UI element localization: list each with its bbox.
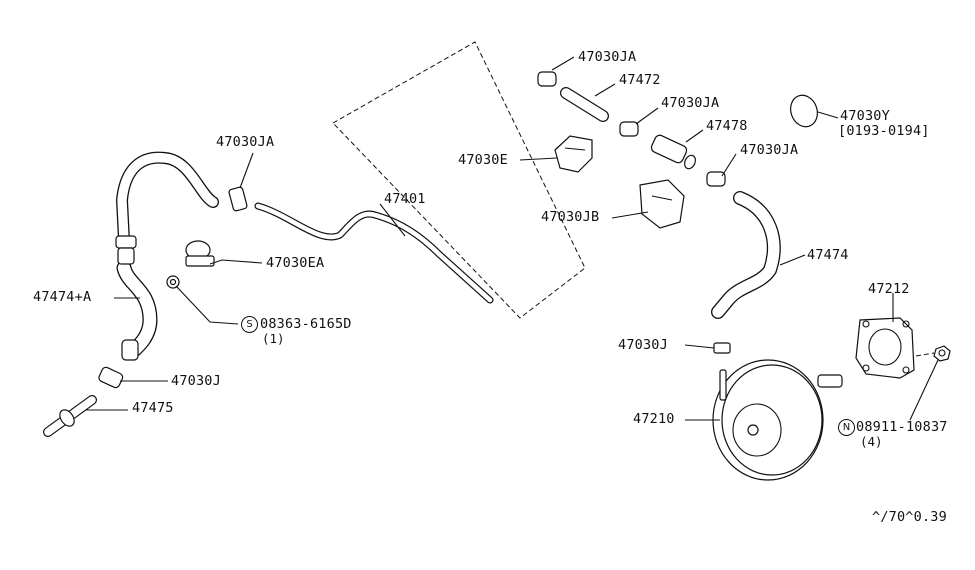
gasket-47212 bbox=[855, 317, 915, 379]
label-47030j-left: 47030J bbox=[171, 373, 221, 389]
clamp-47030ea bbox=[185, 240, 215, 267]
label-47030ja-mid: 47030JA bbox=[661, 95, 720, 111]
clamp-47030ja-right bbox=[706, 171, 726, 187]
label-47401: 47401 bbox=[384, 191, 426, 207]
label-47030ea: 47030EA bbox=[266, 255, 325, 271]
label-08911-qty: (4) bbox=[860, 434, 883, 449]
label-08911: 08911-10837 bbox=[856, 419, 948, 435]
hose-47474 bbox=[711, 191, 781, 319]
hose-47472 bbox=[560, 87, 609, 122]
hose-47474a bbox=[115, 151, 219, 361]
clamp-47030ja-top bbox=[537, 71, 557, 87]
clamp-47030ja-mid bbox=[619, 121, 639, 137]
n-mark-symbol: N bbox=[838, 419, 855, 436]
label-47030y: 47030Y bbox=[840, 108, 890, 124]
valve-47475 bbox=[43, 395, 97, 437]
label-47030jb: 47030JB bbox=[541, 209, 600, 225]
label-47030ja-right: 47030JA bbox=[740, 142, 799, 158]
bracket-47030e bbox=[554, 135, 593, 173]
label-47030e: 47030E bbox=[458, 152, 508, 168]
clamp-47030ja-left bbox=[228, 186, 248, 212]
nut-08911 bbox=[933, 345, 951, 362]
bracket-47030jb bbox=[639, 179, 685, 229]
label-47030ja-left: 47030JA bbox=[216, 134, 275, 150]
cap-47030y bbox=[790, 94, 818, 128]
label-47475: 47475 bbox=[132, 400, 174, 416]
label-47474a: 47474+A bbox=[33, 289, 92, 305]
label-47030ja-top: 47030JA bbox=[578, 49, 637, 65]
label-47472: 47472 bbox=[619, 72, 661, 88]
label-08363: 08363-6165D bbox=[260, 316, 352, 332]
bolt-08363 bbox=[166, 275, 180, 289]
s-mark-symbol: S bbox=[241, 316, 258, 333]
label-47478: 47478 bbox=[706, 118, 748, 134]
footer-code: ^/70^0.39 bbox=[872, 509, 947, 525]
grommet-47030j-right bbox=[713, 342, 731, 354]
assembly-outline bbox=[332, 41, 586, 319]
label-47210: 47210 bbox=[633, 411, 675, 427]
label-08363-qty: (1) bbox=[262, 331, 285, 346]
booster-47210 bbox=[712, 359, 843, 481]
label-47212: 47212 bbox=[868, 281, 910, 297]
label-47030y-range: [0193-0194] bbox=[838, 123, 930, 139]
label-47030j-right: 47030J bbox=[618, 337, 668, 353]
valve-47478 bbox=[650, 134, 697, 170]
clamp-47030j-left bbox=[98, 366, 124, 389]
label-47474: 47474 bbox=[807, 247, 849, 263]
leader-lines bbox=[85, 56, 939, 421]
tube-47401 bbox=[254, 202, 494, 304]
